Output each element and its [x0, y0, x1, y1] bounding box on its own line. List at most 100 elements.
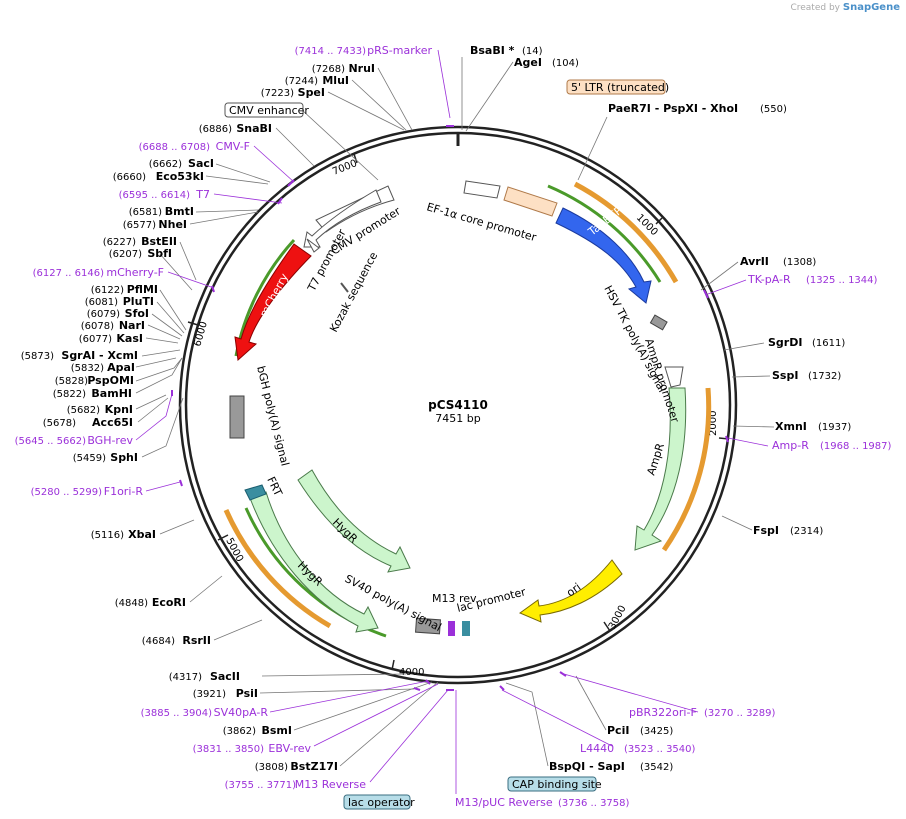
- primer-mcherryf[interactable]: mCherry-F: [106, 266, 164, 279]
- primer-ampr[interactable]: Amp-R: [772, 439, 809, 452]
- credit-prefix: Created by: [790, 3, 840, 13]
- ltr-label: 5' LTR (truncated): [571, 81, 669, 94]
- feature-arc-green-right: [547, 184, 662, 283]
- site-pspomi[interactable]: PspOMI: [87, 374, 134, 387]
- site-pluti-pos: (6081): [85, 297, 118, 308]
- site-acc65i[interactable]: Acc65I: [92, 416, 133, 429]
- site-snabi[interactable]: SnaBI: [236, 122, 272, 135]
- site-bmti[interactable]: BmtI: [165, 205, 194, 218]
- lac-operator-box: [343, 794, 411, 810]
- ef1a-promoter-arrow: [463, 180, 501, 199]
- site-apai[interactable]: ApaI: [107, 361, 135, 374]
- site-saci-pos: (6662): [149, 159, 182, 170]
- ori-arrow: [518, 559, 623, 623]
- site-bstz17i-pos: (3808): [255, 762, 288, 773]
- site-nhei[interactable]: NheI: [158, 218, 187, 231]
- ampr-arrow: [634, 387, 687, 551]
- site-pflmi-pos: (6122): [91, 285, 124, 296]
- label-ef1a: EF-1α core promoter: [425, 200, 538, 244]
- site-psii[interactable]: PsiI: [236, 687, 258, 700]
- site-saci[interactable]: SacI: [188, 157, 214, 170]
- site-bsabi-pos: (14): [522, 46, 543, 57]
- primer-marks: [171, 125, 729, 691]
- snapgene-credit: Created by SnapGene: [790, 2, 900, 13]
- site-bmti-pos: (6581): [129, 207, 162, 218]
- site-pluti[interactable]: PluTI: [123, 295, 154, 308]
- primer-t7[interactable]: T7: [195, 188, 210, 201]
- primer-bghrev[interactable]: BGH-rev: [87, 434, 133, 447]
- site-pflmi[interactable]: PflMI: [127, 283, 158, 296]
- primer-m13r[interactable]: M13 Reverse: [295, 778, 366, 791]
- site-bstz17i[interactable]: BstZ17I: [290, 760, 338, 773]
- hsv-tk-polya-box: [649, 314, 668, 331]
- tick-label-4000: 4000: [399, 667, 424, 678]
- primer-sv40pa[interactable]: SV40pA-R: [214, 706, 269, 719]
- site-ecori[interactable]: EcoRI: [152, 596, 186, 609]
- site-sgrdi[interactable]: SgrDI: [768, 336, 802, 349]
- site-sspi[interactable]: SspI: [772, 369, 798, 382]
- primer-tkpa[interactable]: TK-pA-R: [747, 273, 791, 286]
- primer-prs[interactable]: pRS-marker: [367, 44, 432, 57]
- primer-ampr-pos: (1968 .. 1987): [820, 441, 892, 452]
- enzyme-leader-lines: [135, 57, 775, 767]
- site-kasi[interactable]: KasI: [116, 332, 143, 345]
- primer-l4440[interactable]: L4440: [580, 742, 614, 755]
- site-sphi[interactable]: SphI: [110, 451, 138, 464]
- site-eco53ki-pos: (6660): [113, 172, 146, 183]
- site-bamhi-pos: (5822): [53, 389, 86, 400]
- site-agei-pos: (104): [552, 58, 579, 69]
- primer-cmvf[interactable]: CMV-F: [216, 140, 250, 153]
- kozak-mark: [340, 282, 349, 293]
- primer-m13puc[interactable]: M13/pUC Reverse: [455, 796, 553, 809]
- site-fspi[interactable]: FspI: [753, 524, 779, 537]
- site-rsrii-pos: (4684): [142, 636, 175, 647]
- primer-f1ori[interactable]: F1ori-R: [104, 485, 144, 498]
- site-eco53ki[interactable]: Eco53kI: [156, 170, 204, 183]
- primer-f1ori-pos: (5280 .. 5299): [31, 487, 103, 498]
- primer-leader-lines: [135, 49, 769, 794]
- site-sfoi[interactable]: SfoI: [125, 307, 149, 320]
- cmv-enhancer-box: [224, 102, 304, 118]
- site-rsrii[interactable]: RsrII: [182, 634, 211, 647]
- site-ecori-pos: (4848): [115, 598, 148, 609]
- tick-1000: [655, 217, 663, 225]
- cap-site-box: [507, 776, 597, 792]
- site-bspqi[interactable]: BspQI - SapI: [549, 760, 625, 773]
- t7-promoter-arrow: [306, 238, 320, 253]
- site-bsmi-pos: (3862): [223, 726, 256, 737]
- bgh-polya-box: [229, 395, 245, 439]
- primer-ebv[interactable]: EBV-rev: [268, 742, 311, 755]
- site-bsteii[interactable]: BstEII: [141, 235, 177, 248]
- site-sbfi[interactable]: SbfI: [147, 247, 172, 260]
- site-avrii[interactable]: AvrII: [740, 255, 769, 268]
- site-xbai-pos: (5116): [91, 530, 124, 541]
- site-sgrai[interactable]: SgrAI - XcmI: [61, 349, 138, 362]
- site-nrui[interactable]: NruI: [348, 62, 375, 75]
- label-ampr: AmpR: [644, 441, 667, 477]
- site-xbai[interactable]: XbaI: [128, 528, 156, 541]
- site-xmni[interactable]: XmnI: [775, 420, 807, 433]
- tick-label-2000: 2000: [708, 411, 719, 436]
- primer-ebv-pos: (3831 .. 3850): [193, 744, 265, 755]
- site-bsmi[interactable]: BsmI: [262, 724, 293, 737]
- primer-pbr[interactable]: pBR322ori-F: [629, 706, 697, 719]
- primer-sv40pa-pos: (3885 .. 3904): [141, 708, 213, 719]
- site-spei[interactable]: SpeI: [298, 86, 325, 99]
- primer-prs-pos: (7414 .. 7433): [295, 46, 367, 57]
- site-fspi-pos: (2314): [790, 526, 823, 537]
- site-sacii[interactable]: SacII: [210, 670, 240, 683]
- site-bsabi[interactable]: BsaBI *: [470, 44, 515, 57]
- site-snabi-pos: (6886): [199, 124, 232, 135]
- site-agei[interactable]: AgeI: [514, 56, 542, 69]
- site-mlui[interactable]: MluI: [322, 74, 349, 87]
- site-paer7i[interactable]: PaeR7I - PspXI - XhoI: [608, 102, 738, 115]
- site-bamhi[interactable]: BamHI: [91, 387, 132, 400]
- tick-4000: [391, 659, 395, 671]
- tick-5000: [217, 534, 229, 541]
- site-kpni[interactable]: KpnI: [105, 403, 133, 416]
- site-xmni-pos: (1937): [818, 422, 851, 433]
- site-nari[interactable]: NarI: [119, 319, 145, 332]
- primer-mcherryf-pos: (6127 .. 6146): [33, 268, 105, 279]
- site-pcii[interactable]: PciI: [607, 724, 629, 737]
